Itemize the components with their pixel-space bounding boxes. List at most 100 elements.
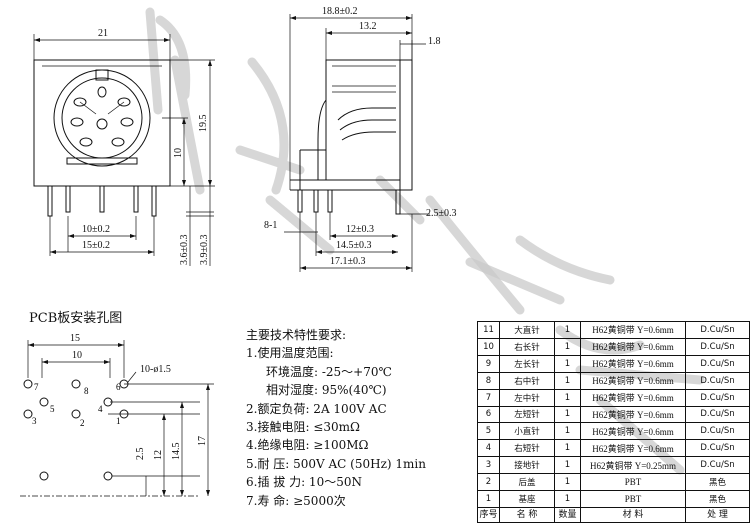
side-overall-dim: 18.8±0.2 — [322, 6, 358, 17]
spec-line: 4.绝缘电阻: ≥100MΩ — [246, 438, 369, 453]
side-view: 18.8±0.2 13.2 1.8 8-1 2.5 — [264, 6, 457, 272]
front-pin-pitch: 10±0.2 — [82, 224, 110, 235]
bom-cell-name: 右短针 — [499, 439, 555, 458]
bom-cell-name: 接地针 — [499, 456, 555, 475]
watermark-stroke-2 — [235, 57, 335, 255]
bom-cell-finish: D.Cu/Sn — [685, 439, 750, 458]
bom-cell-material: H62黄铜带 Y=0.6mm — [580, 354, 686, 373]
pcb-pin-8: 8 — [84, 386, 89, 396]
bom-cell-material: H62黄铜带 Y=0.6mm — [580, 439, 686, 458]
bom-cell-finish: D.Cu/Sn — [685, 388, 750, 407]
pcb-pin-5: 5 — [50, 404, 55, 414]
pcb-pin-6: 6 — [116, 382, 121, 392]
pcb-pin-3: 3 — [32, 416, 37, 426]
bom-header-material: 材 料 — [580, 507, 686, 523]
bom-header-no: 序号 — [477, 507, 500, 523]
pcb-pin-1: 1 — [116, 416, 121, 426]
spec-line: 6.插 拔 力: 10～50N — [246, 475, 362, 490]
bom-cell-finish: D.Cu/Sn — [685, 321, 750, 339]
bom-cell-finish: D.Cu/Sn — [685, 337, 750, 356]
bom-cell-qty: 1 — [554, 456, 581, 475]
bom-cell-qty: 1 — [554, 439, 581, 458]
bom-cell-qty: 1 — [554, 354, 581, 373]
bom-cell-name: 左长针 — [499, 354, 555, 373]
spec-line: 2.额定负荷: 2A 100V AC — [246, 401, 387, 416]
pcb-hole-pattern: 15 10 10-ø1.5 7 6 8 3 5 4 2 — [20, 333, 214, 497]
bom-cell-name: 后盖 — [499, 473, 555, 492]
bom-cell-material: H62黄铜带 Y=0.6mm — [580, 371, 686, 390]
bom-cell-material: PBT — [580, 473, 686, 492]
bom-cell-material: H62黄铜带 Y=0.6mm — [580, 422, 686, 441]
bom-cell-no: 4 — [477, 439, 500, 458]
bom-cell-no: 3 — [477, 456, 500, 475]
watermark-stroke-3 — [375, 175, 525, 315]
bom-header-row: 序号 名 称 数量 材 料 处 理 — [477, 507, 750, 523]
front-pin-span: 15±0.2 — [82, 240, 110, 251]
bom-cell-finish: D.Cu/Sn — [685, 354, 750, 373]
bom-header-finish: 处 理 — [685, 507, 750, 523]
pcb-holes — [23, 379, 129, 481]
pcb-dim-12: 12 — [153, 450, 164, 460]
pcb-dim-145: 14.5 — [171, 443, 182, 461]
pcb-pin-numbers: 7 6 8 3 5 4 2 1 — [32, 382, 121, 428]
bom-header-qty: 数量 — [554, 507, 581, 523]
bom-cell-qty: 1 — [554, 490, 581, 508]
bom-cell-qty: 1 — [554, 422, 581, 441]
bom-cell-no: 1 — [477, 490, 500, 508]
bom-cell-no: 11 — [477, 321, 500, 339]
bom-cell-material: H62黄铜带 Y=0.6mm — [580, 337, 686, 356]
bom-cell-no: 7 — [477, 388, 500, 407]
spec-heading: 主要技术特性要求: — [246, 328, 347, 342]
pcb-pin-7: 7 — [34, 382, 39, 392]
bom-cell-no: 8 — [477, 371, 500, 390]
pcb-hole-spec: 10-ø1.5 — [140, 364, 171, 375]
spec-lines: 1.使用温度范围: 环境温度: -25～+70℃ 相对湿度: 95%(40℃) 2.额… — [246, 344, 471, 510]
bom-cell-no: 10 — [477, 337, 500, 356]
spec-line: 相对湿度: 95%(40℃) — [266, 383, 387, 398]
spec-line: 3.接触电阻: ≤30mΩ — [246, 420, 360, 435]
bom-header-name: 名 称 — [499, 507, 555, 523]
bom-cell-material: H62黄铜带 Y=0.6mm — [580, 405, 686, 424]
bom-cell-qty: 1 — [554, 321, 581, 339]
front-width-dim: 21 — [98, 28, 108, 39]
spec-line: 1.使用温度范围: — [246, 346, 334, 361]
pcb-dim-15: 15 — [70, 333, 80, 344]
bom-cell-name: 右长针 — [499, 337, 555, 356]
side-pin-dim-12: 12±0.3 — [346, 224, 374, 235]
spec-line: 环境温度: -25～+70℃ — [266, 364, 392, 379]
bom-cell-finish: D.Cu/Sn — [685, 456, 750, 475]
side-pin-dim-81: 8-1 — [264, 220, 277, 231]
bom-cell-qty: 1 — [554, 405, 581, 424]
spec-block: 主要技术特性要求: 1.使用温度范围: 环境温度: -25～+70℃ 相对湿度: 9… — [246, 326, 471, 510]
side-flange-dim: 1.8 — [428, 36, 441, 47]
bom-cell-finish: 黑色 — [685, 490, 750, 508]
bom-cell-finish: D.Cu/Sn — [685, 405, 750, 424]
watermark-stroke-1 — [145, 7, 205, 195]
front-leads — [47, 185, 157, 217]
front-view: 21 — [33, 28, 215, 266]
bom-cell-name: 左短针 — [499, 405, 555, 424]
bom-cell-name: 基座 — [499, 490, 555, 508]
side-pin-dim-171: 17.1±0.3 — [330, 256, 366, 267]
side-leads — [297, 189, 401, 215]
pcb-pin-4: 4 — [98, 404, 103, 414]
bom-cell-name: 右中针 — [499, 371, 555, 390]
watermark-stroke-4 — [465, 235, 615, 305]
bom-cell-name: 大直针 — [499, 321, 555, 339]
bom-cell-qty: 1 — [554, 337, 581, 356]
pcb-dim-17: 17 — [197, 436, 208, 446]
front-inner-dim: 10 — [173, 148, 184, 158]
bom-cell-qty: 1 — [554, 388, 581, 407]
pcb-pin-2: 2 — [80, 418, 85, 428]
